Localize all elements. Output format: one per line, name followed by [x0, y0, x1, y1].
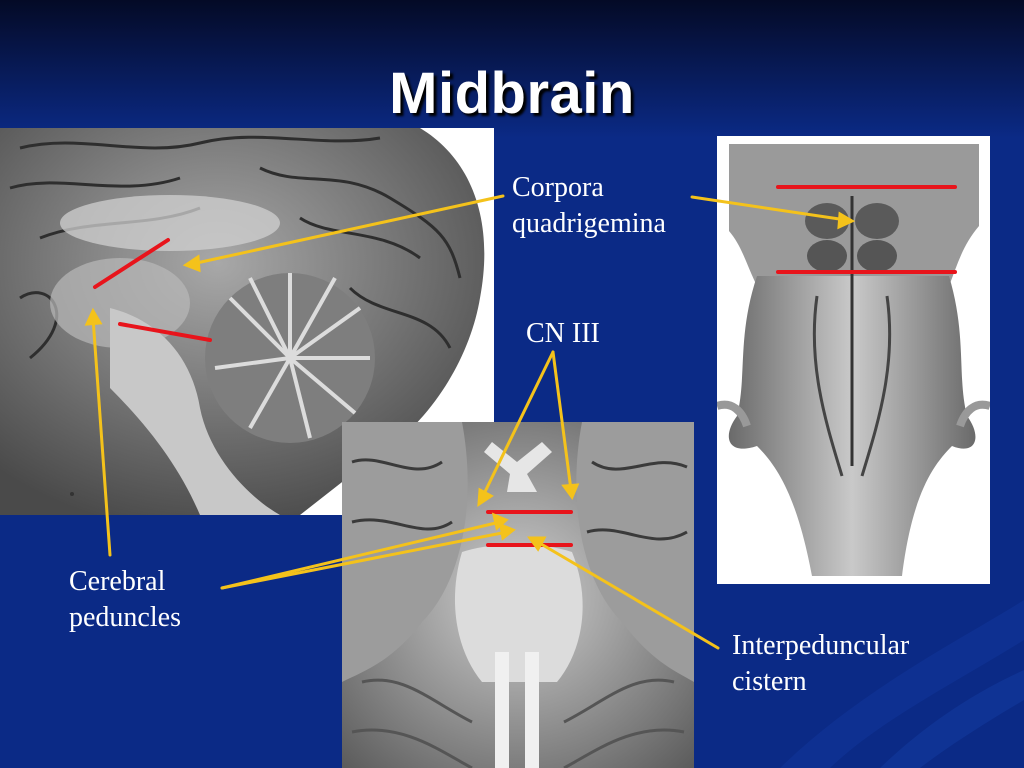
dorsal-brainstem-photo [717, 136, 990, 584]
ventral-brain-photo [342, 422, 694, 768]
label-interpeduncular-cistern-line1: Interpeduncular [732, 630, 910, 661]
label-cn-iii: CN III [526, 318, 600, 349]
slide-title: Midbrain [389, 61, 635, 126]
label-cerebral-peduncles: Cerebral peduncles [69, 564, 181, 636]
label-interpeduncular-cistern-line2: cistern [732, 666, 807, 697]
label-corpora-quadrigemina-line1: Corpora [512, 172, 604, 203]
label-cerebral-peduncles-line1: Cerebral [69, 566, 166, 597]
label-cerebral-peduncles-line2: peduncles [69, 602, 181, 633]
label-interpeduncular-cistern: Interpeduncular cistern [732, 628, 909, 700]
label-corpora-quadrigemina: Corpora quadrigemina [512, 170, 666, 242]
label-corpora-quadrigemina-line2: quadrigemina [512, 208, 666, 239]
